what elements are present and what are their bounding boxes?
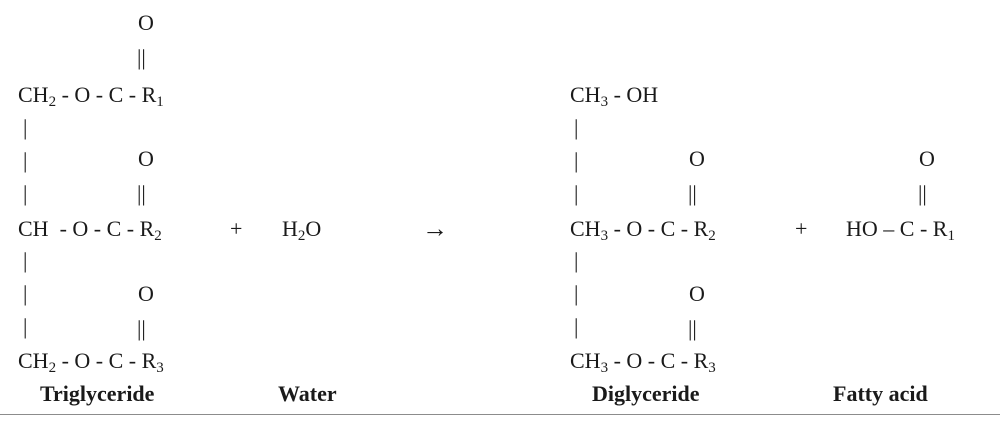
- tg-row-2: CH - O - C - R2: [18, 216, 162, 244]
- water-formula: H2O: [282, 216, 322, 244]
- dg-backbone-bond: |: [574, 181, 579, 206]
- tg-row-1: CH2 - O - C - R1: [18, 82, 164, 110]
- tg-double-bond-2: ||: [137, 181, 146, 206]
- tg-backbone-bond: |: [23, 281, 28, 306]
- plus-sign-2: +: [795, 216, 808, 241]
- fatty-acid-formula: HO – C - R1: [846, 216, 955, 244]
- tg-backbone-bond: |: [23, 115, 28, 140]
- tg-row-3: CH2 - O - C - R3: [18, 348, 164, 376]
- dg-backbone-bond: |: [574, 281, 579, 306]
- bottom-divider: [0, 414, 1000, 415]
- label-fatty-acid: Fatty acid: [833, 381, 928, 406]
- dg-backbone-bond: |: [574, 148, 579, 173]
- fa-carbonyl-o: O: [919, 146, 935, 171]
- tg-carbonyl-o-3: O: [138, 281, 154, 306]
- tg-backbone-bond: |: [23, 248, 28, 273]
- tg-carbonyl-o-2: O: [138, 146, 154, 171]
- dg-row-2: CH3 - O - C - R2: [570, 216, 716, 244]
- tg-carbonyl-o-1: O: [138, 10, 154, 35]
- tg-backbone-bond: |: [23, 181, 28, 206]
- dg-backbone-bond: |: [574, 248, 579, 273]
- dg-backbone-bond: |: [574, 314, 579, 339]
- label-diglyceride: Diglyceride: [592, 381, 700, 406]
- tg-double-bond-3: ||: [137, 316, 146, 341]
- label-triglyceride: Triglyceride: [40, 381, 155, 406]
- tg-backbone-bond: |: [23, 314, 28, 339]
- dg-row-1: CH3 - OH: [570, 82, 659, 110]
- dg-row-3: CH3 - O - C - R3: [570, 348, 716, 376]
- fa-double-bond: ||: [918, 181, 927, 206]
- dg-double-bond-2: ||: [688, 181, 697, 206]
- label-water: Water: [278, 381, 337, 406]
- dg-carbonyl-o-3: O: [689, 281, 705, 306]
- dg-backbone-bond: |: [574, 115, 579, 140]
- tg-double-bond-1: ||: [137, 45, 146, 70]
- dg-double-bond-3: ||: [688, 316, 697, 341]
- tg-backbone-bond: |: [23, 148, 28, 173]
- plus-sign: +: [230, 216, 243, 241]
- dg-carbonyl-o-2: O: [689, 146, 705, 171]
- reaction-arrow: →: [422, 214, 448, 243]
